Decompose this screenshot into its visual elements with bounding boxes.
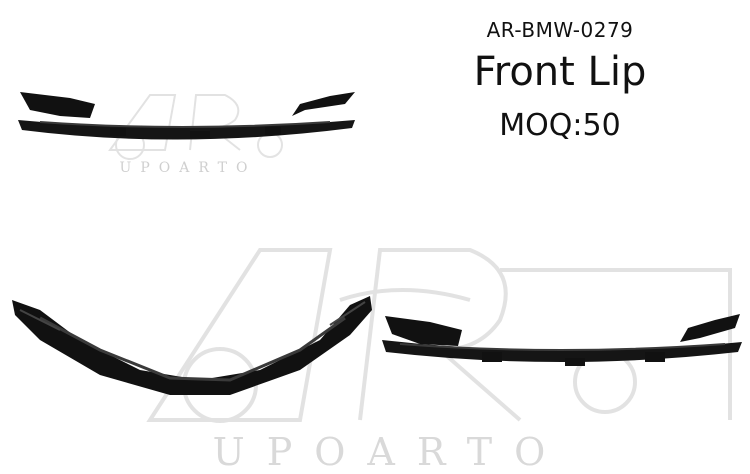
product-title: Front Lip xyxy=(473,49,647,95)
front-lip-curved-view xyxy=(12,296,372,395)
brand-watermark-small: UPOARTO xyxy=(119,160,257,176)
product-info: AR-BMW-0279 Front Lip MOQ:50 xyxy=(455,12,665,143)
moq-label: MOQ:50 xyxy=(499,108,621,143)
front-lip-bottom-right-view xyxy=(382,314,742,366)
brand-watermark-large: UPOARTO xyxy=(212,430,568,474)
front-lip-top-view xyxy=(18,92,355,140)
product-code: AR-BMW-0279 xyxy=(486,18,634,42)
